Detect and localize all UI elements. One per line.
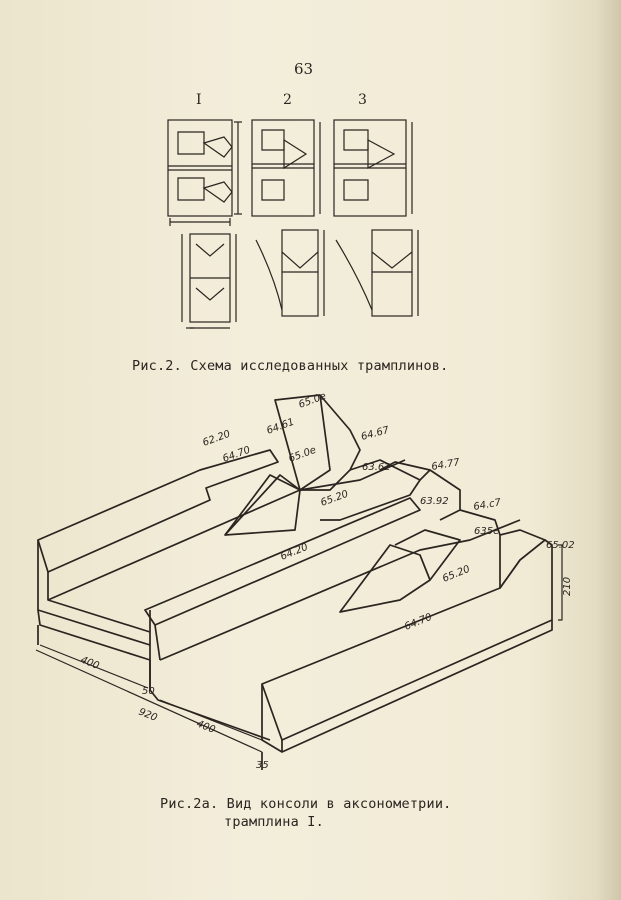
scheme-2-section (255, 229, 325, 317)
label-elev-7: 63.62 (362, 462, 391, 473)
label-elev-6: 65.0e (287, 445, 317, 465)
label-dim-height: 210 (562, 577, 573, 596)
label-elev-13: 65.02 (546, 540, 575, 551)
scheme-1-plan (167, 119, 242, 226)
label-elev-15: 65.20 (441, 564, 472, 585)
column-label-3: 3 (358, 92, 367, 108)
scheme-3-section (335, 229, 419, 317)
scheme-2-plan (251, 119, 321, 217)
figure-2a-caption-line1: Рис.2а. Вид консоли в аксонометрии. (160, 796, 452, 812)
label-elev-9: 63.92 (420, 496, 449, 507)
figure-1-caption: Рис.2. Схема исследованных трамплинов. (132, 358, 449, 374)
label-dim-edge: 35 (256, 760, 269, 771)
column-label-2: 2 (283, 92, 292, 108)
label-dim-width-1: 400 (79, 655, 101, 672)
label-elev-10: 65.20 (319, 489, 350, 509)
scheme-1-section (181, 233, 237, 329)
label-elev-3: 64.67 (360, 425, 391, 443)
column-label-1: I (196, 92, 202, 108)
scheme-3-plan (333, 119, 413, 217)
label-elev-1: 65.0e (297, 391, 327, 411)
label-elev-4: 62.20 (201, 429, 232, 449)
console-axonometric-drawing (35, 394, 563, 770)
label-elev-5: 64.70 (221, 445, 252, 465)
page-number: 63 (294, 60, 314, 78)
label-elev-11: 64.c7 (473, 497, 503, 513)
figure-2a-caption-line2: трамплина I. (224, 814, 324, 830)
label-elev-12: 635e (474, 526, 499, 537)
label-dim-total: 920 (137, 707, 159, 724)
label-elev-16: 64.70 (403, 612, 434, 633)
label-dim-gap: 50 (142, 686, 155, 697)
label-elev-8: 64.77 (431, 457, 462, 473)
